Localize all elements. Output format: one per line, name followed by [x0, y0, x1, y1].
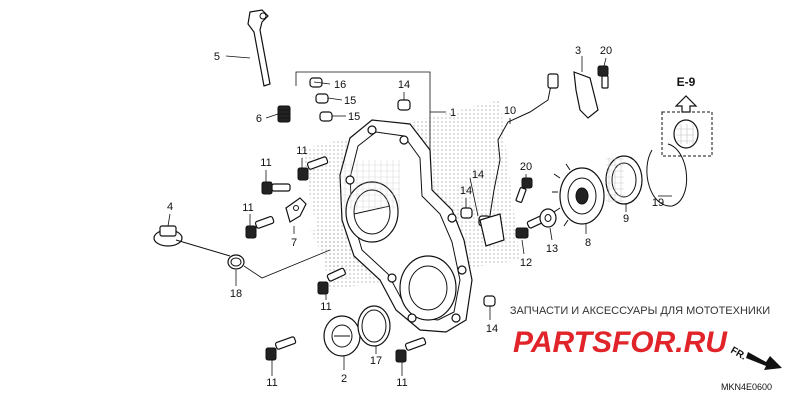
- part-20-bolt-mid: [515, 177, 533, 203]
- part-10-speed-sensor: [479, 73, 559, 247]
- part-8-starter-driven-gear: [552, 163, 605, 227]
- part-5-oil-pipe: [247, 9, 271, 87]
- front-direction-label: FR.: [729, 345, 749, 363]
- callout-14-low: 14: [472, 169, 484, 181]
- part-20-bolt-top: [597, 65, 609, 89]
- part-11-bolt-c: [245, 215, 275, 239]
- part-14-dowel-top: [397, 99, 411, 111]
- ref-e9-needle-bearing: [661, 95, 713, 157]
- callout-18: 18: [230, 288, 242, 300]
- callout-11-d: 11: [320, 301, 331, 313]
- callout-5: 5: [214, 51, 220, 63]
- part-3-clamp: [573, 71, 599, 119]
- callout-8: 8: [585, 237, 591, 249]
- callout-19: 19: [652, 197, 664, 209]
- callout-11-a: 11: [260, 157, 271, 169]
- front-direction-indicator: FR.: [729, 345, 782, 370]
- diagram-code: MKN4E0600: [721, 382, 772, 392]
- part-11-bolt-b: [297, 156, 329, 181]
- part-11-bolt-f: [395, 337, 427, 363]
- part-9-one-way-clutch: [605, 155, 643, 205]
- callout-14-top: 14: [398, 79, 410, 91]
- part-11-bolt-e: [265, 336, 297, 361]
- site-watermark: ЗАПЧАСТИ И АКСЕССУАРЫ ДЛЯ МОТОТЕХНИКИ PA…: [510, 305, 770, 359]
- callout-16: 16: [334, 79, 346, 91]
- callout-2: 2: [341, 373, 347, 385]
- callout-20-mid: 20: [520, 161, 532, 173]
- ref-e9-label: E-9: [677, 75, 696, 89]
- callout-7: 7: [291, 237, 297, 249]
- part-15-dowel-pin-upper: [315, 93, 329, 104]
- callout-6: 6: [256, 113, 262, 125]
- callout-11-f: 11: [396, 377, 407, 389]
- callout-9: 9: [623, 213, 629, 225]
- callout-14-bottom: 14: [486, 323, 498, 335]
- part-19-snap-ring: [646, 143, 687, 207]
- watermark-tagline: ЗАПЧАСТИ И АКСЕССУАРЫ ДЛЯ МОТОТЕХНИКИ: [510, 305, 770, 317]
- callout-17: 17: [370, 355, 382, 367]
- part-15-dowel-pin-lower: [319, 111, 333, 122]
- part-18-o-ring: [227, 254, 245, 270]
- callout-15-lower: 15: [348, 111, 360, 123]
- callout-10: 10: [504, 105, 516, 117]
- part-7-bracket: [285, 197, 307, 223]
- callout-14-mid: 14: [460, 185, 472, 197]
- callout-20-top: 20: [600, 45, 612, 57]
- part-1-crankcase-cover: [339, 119, 473, 333]
- leader-lines: [167, 55, 672, 376]
- callout-12: 12: [520, 257, 532, 269]
- part-11-bolt-d: [317, 267, 346, 295]
- callout-15-upper: 15: [344, 95, 356, 107]
- part-6-spring: [277, 105, 291, 123]
- part-4-oil-filler-cap: [153, 225, 231, 257]
- part-11-bolt-a: [261, 181, 291, 195]
- front-arrow-icon: [746, 352, 782, 370]
- callout-4: 4: [167, 201, 173, 213]
- callout-13: 13: [546, 243, 558, 255]
- part-14-dowel-bottom: [483, 295, 496, 307]
- watermark-logo: PARTSFOR.RU: [513, 326, 728, 359]
- callout-labels: 5 6 16 15 15 14 1 10 3 20 11 11 11 4 7 1…: [167, 45, 696, 389]
- part-2-hole-cap: [323, 315, 361, 357]
- part-17-o-ring: [357, 305, 391, 347]
- callout-3: 3: [575, 45, 581, 57]
- part-13-washer: [539, 208, 557, 228]
- callout-1: 1: [450, 107, 456, 119]
- callout-11-b: 11: [296, 145, 307, 157]
- callout-11-c: 11: [242, 202, 253, 214]
- part-14-dowel-mid: [460, 207, 473, 219]
- callout-11-e: 11: [266, 377, 277, 389]
